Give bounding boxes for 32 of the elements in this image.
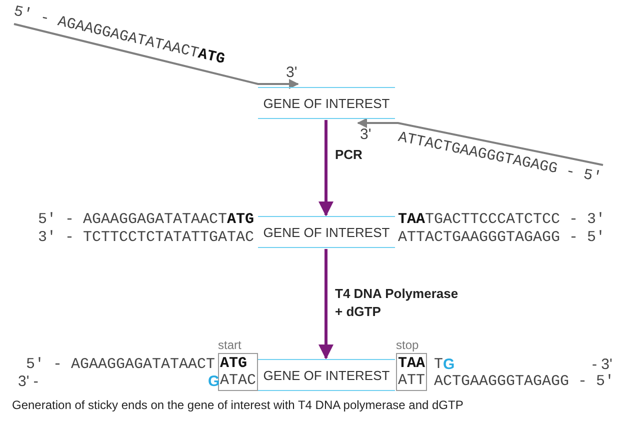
gene-box (258, 359, 395, 391)
added-nucleotide: G (208, 373, 220, 390)
gene-box (258, 87, 395, 119)
dna-sequence: T (434, 356, 444, 373)
edge-label: PCR (335, 146, 364, 164)
arrow (357, 118, 604, 166)
added-nucleotide: G (443, 356, 455, 373)
codon-label: start (218, 338, 242, 352)
codon-sequence: ATAC (220, 372, 256, 389)
gene-box (258, 216, 395, 248)
strand-end-label: 3' (360, 126, 372, 143)
dna-sequence: ATTACTGAAGGGTAGAGG - 5' (398, 229, 606, 246)
dna-sequence: 5' - AGAAGGAGATATAACT (26, 356, 216, 373)
strand-end-label: 3' - (18, 373, 38, 390)
dna-sequence: 3' - TCTTCCTCTATATTGATAC (38, 229, 254, 246)
gene-label: GENE OF INTEREST (263, 368, 390, 382)
arrow (318, 120, 334, 216)
dna-sequence: 5' - AGAAGGAGATATAACTATG (38, 211, 254, 228)
arrow (14, 23, 299, 89)
codon-sequence: ATT (398, 372, 426, 389)
codon-sequence: ATG (220, 355, 248, 372)
codon-sequence: TAA (398, 355, 426, 372)
dna-sequence: ACTGAAGGGTAGAGG - 5' (434, 373, 614, 390)
gene-label: GENE OF INTEREST (263, 224, 390, 240)
dna-sequence: TAATGACTTCCCATCTCC - 3' (398, 211, 606, 228)
gene-label: GENE OF INTEREST (263, 96, 390, 110)
edge-label: T4 DNA Polymerase + dGTP (335, 285, 460, 321)
arrow (318, 249, 334, 360)
strand-end-label: - 3' (592, 356, 612, 373)
codon-label: stop (396, 338, 419, 352)
caption: Generation of sticky ends on the gene of interest with T4 DNA polymerase and dGTP (12, 398, 464, 412)
strand-end-label: 3' (286, 64, 298, 81)
